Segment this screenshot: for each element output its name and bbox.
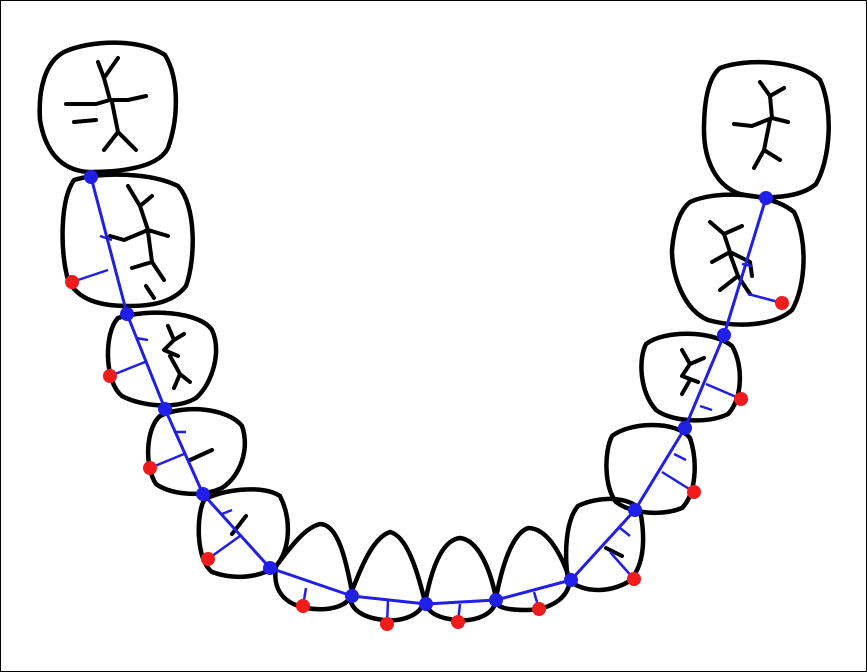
- landmark-point: [201, 552, 215, 566]
- contact-point: [263, 561, 277, 575]
- landmark-point: [143, 461, 157, 475]
- contact-points: [84, 170, 773, 611]
- contact-point: [678, 421, 692, 435]
- tooth-right-premolar-1: [641, 334, 739, 421]
- landmark-point: [627, 572, 641, 586]
- contact-point: [196, 487, 210, 501]
- landmark-points: [65, 275, 789, 631]
- landmark-point: [532, 602, 546, 616]
- contact-point: [419, 597, 433, 611]
- contact-point: [628, 503, 642, 517]
- contact-point: [158, 402, 172, 416]
- landmark-point: [296, 599, 310, 613]
- tooth-right-molar-1: [704, 62, 829, 197]
- tooth-left-premolar-1: [108, 313, 216, 406]
- landmark-point: [380, 617, 394, 631]
- landmark-point: [775, 296, 789, 310]
- landmark-point: [734, 392, 748, 406]
- contact-point: [489, 593, 503, 607]
- tooth-left-molar-2: [63, 175, 193, 306]
- tooth-left-molar-1: [40, 43, 176, 172]
- contact-point: [759, 191, 773, 205]
- landmark-point: [65, 275, 79, 289]
- contact-point: [120, 307, 134, 321]
- landmark-point: [103, 369, 117, 383]
- contact-point: [717, 328, 731, 342]
- contact-point: [84, 170, 98, 184]
- contact-point: [564, 573, 578, 587]
- tooth-right-central-incisor: [426, 538, 496, 620]
- landmark-point: [451, 615, 465, 629]
- landmark-point: [687, 485, 701, 499]
- contact-point: [345, 589, 359, 603]
